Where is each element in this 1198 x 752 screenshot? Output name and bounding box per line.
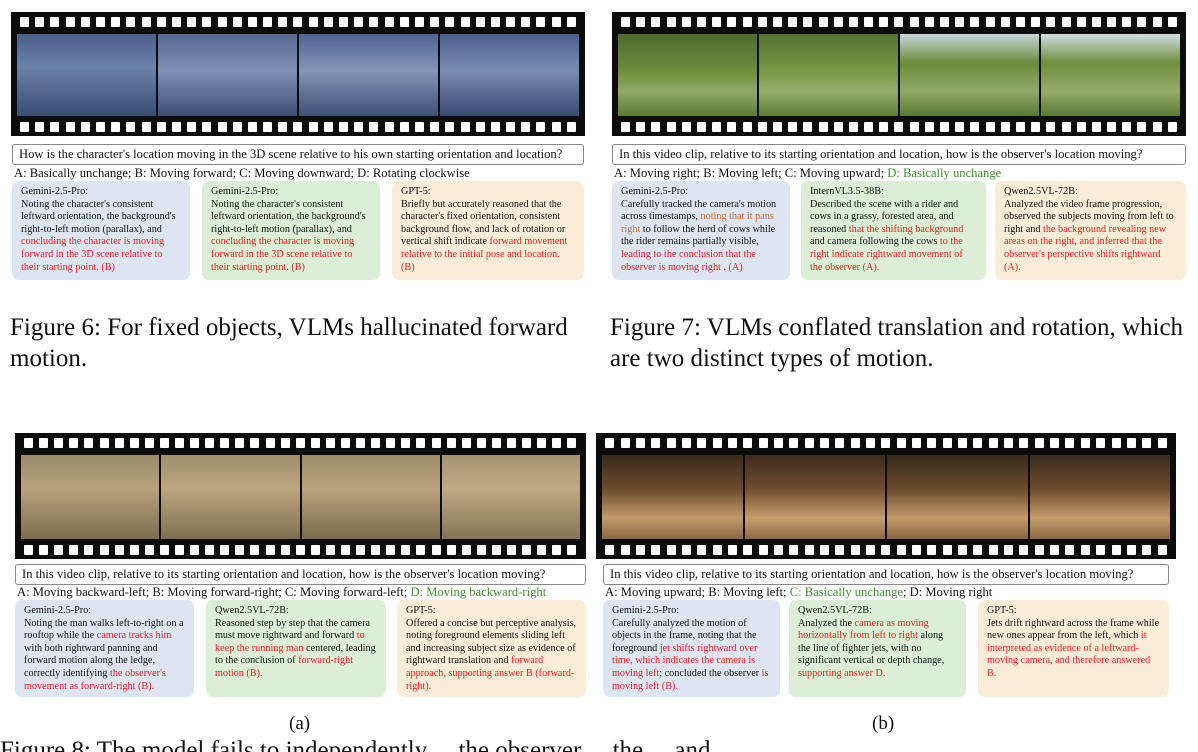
filmstrip [15, 433, 586, 559]
model-name: Gemini-2.5-Pro: [21, 186, 89, 197]
video-frame [440, 34, 579, 116]
model-response-card: Gemini-2.5-Pro: Noting the character's c… [202, 181, 380, 280]
model-name: InternVL3.5-38B: [810, 186, 884, 197]
model-name: GPT-5: [987, 605, 1017, 616]
model-response-card: Gemini-2.5-Pro: Noting the character's c… [12, 181, 190, 280]
video-frame [17, 34, 156, 116]
subfigure-label-a: (a) [289, 713, 311, 734]
video-frame [602, 455, 743, 539]
model-name: Gemini-2.5-Pro: [211, 186, 279, 197]
model-name: Gemini-2.5-Pro: [24, 605, 92, 616]
video-frame [301, 455, 440, 539]
model-name: Qwen2.5VL-72B: [798, 605, 872, 616]
answer-options: A: Moving backward-left; B: Moving forwa… [17, 585, 547, 599]
figure-7-caption: Figure 7: VLMs conflated translation and… [610, 314, 1184, 372]
video-frame [618, 34, 757, 116]
model-response-card: GPT-5: Jets drift rightward across the f… [978, 600, 1169, 697]
model-name: GPT-5: [401, 186, 431, 197]
model-name: Gemini-2.5-Pro: [621, 186, 689, 197]
filmstrip [11, 12, 585, 136]
model-response-card: Gemini-2.5-Pro: Noting the man walks lef… [15, 600, 194, 697]
model-response-card: Gemini-2.5-Pro: Carefully analyzed the m… [603, 600, 780, 697]
model-response-card: Qwen2.5VL-72B: Reasoned step by step tha… [206, 600, 386, 697]
subfigure-label-b: (b) [872, 713, 895, 734]
video-frame [299, 34, 438, 116]
correct-answer: D: Moving backward-right [410, 585, 547, 599]
question-text: In this video clip, relative to its star… [22, 567, 546, 581]
video-frame [900, 34, 1039, 116]
model-response-card: GPT-5: Offered a concise but perceptive … [397, 600, 586, 697]
question-box: In this video clip, relative to its star… [15, 564, 586, 585]
model-response-card: GPT-5: Briefly but accurately reasoned t… [392, 181, 584, 280]
model-name: Qwen2.5VL-72B: [215, 605, 289, 616]
model-name: Gemini-2.5-Pro: [612, 605, 680, 616]
video-frame [161, 455, 300, 539]
answer-options: A: Basically unchange; B: Moving forward… [14, 166, 470, 180]
question-box: In this video clip, relative to its star… [612, 144, 1186, 165]
video-frame [158, 34, 297, 116]
answer-options: A: Moving upward; B: Moving left; C: Bas… [605, 585, 993, 599]
panel-translation-rotation: In this video clip, relative to its star… [600, 0, 1198, 300]
correct-answer: D: Basically unchange [887, 166, 1002, 180]
model-response-card: Qwen2.5VL-72B: Analyzed the camera as mo… [789, 600, 966, 697]
video-frame [1041, 34, 1180, 116]
model-response-card: InternVL3.5-38B: Described the scene wit… [801, 181, 986, 280]
model-name: Qwen2.5VL-72B: [1004, 186, 1078, 197]
video-frame [441, 455, 580, 539]
question-text: In this video clip, relative to its star… [610, 567, 1134, 581]
figure-8-caption-partial: Figure 8: The model fails to independent… [0, 738, 736, 752]
video-frame [21, 455, 160, 539]
panel-rooftop: In this video clip, relative to its star… [0, 425, 598, 725]
question-text: How is the character's location moving i… [19, 147, 563, 161]
video-frame [759, 34, 898, 116]
filmstrip [612, 12, 1186, 136]
filmstrip [596, 433, 1176, 559]
answer-options: A: Moving right; B: Moving left; C: Movi… [614, 166, 1002, 180]
question-text: In this video clip, relative to its star… [619, 147, 1143, 161]
video-frame [1029, 455, 1170, 539]
video-frame [887, 455, 1028, 539]
video-frame [744, 455, 885, 539]
model-response-card: Qwen2.5VL-72B: Analyzed the video frame … [995, 181, 1186, 280]
question-box: How is the character's location moving i… [12, 144, 584, 165]
correct-answer: C: Basically unchange [789, 585, 904, 599]
panel-fighter-jets: In this video clip, relative to its star… [596, 425, 1198, 725]
model-response-card: Gemini-2.5-Pro: Carefully tracked the ca… [612, 181, 790, 280]
model-name: GPT-5: [406, 605, 436, 616]
question-box: In this video clip, relative to its star… [603, 564, 1169, 585]
panel-fixed-objects: How is the character's location moving i… [0, 0, 590, 300]
figure-6-caption: Figure 6: For fixed objects, VLMs halluc… [10, 314, 568, 372]
